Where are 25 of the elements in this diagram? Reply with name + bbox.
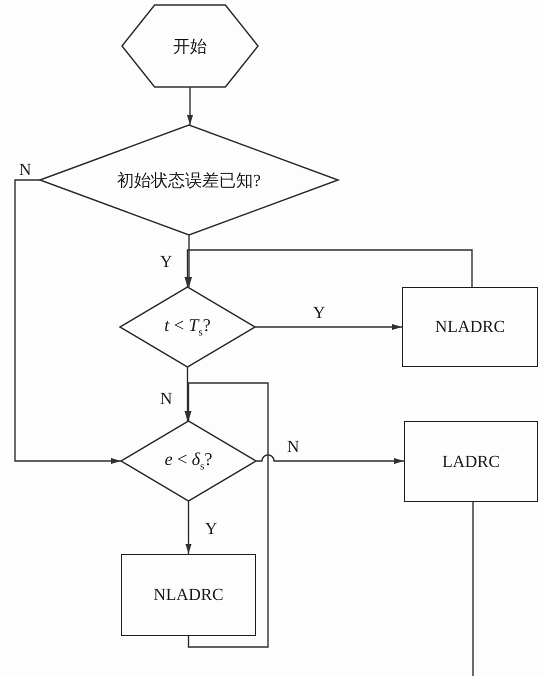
edge-label: Y [159, 253, 174, 270]
arrow [14, 179, 121, 464]
arrow [186, 235, 192, 287]
arrow [186, 501, 192, 554]
edge-label: N [159, 390, 174, 407]
edge-label: Y [204, 520, 218, 537]
node-text: 开始 [173, 36, 207, 58]
node-text: 初始状态误差已知? [117, 170, 261, 192]
edge-label: N [18, 161, 32, 178]
arrow [187, 87, 193, 125]
node-text: NLADRC [435, 317, 505, 337]
process-box [402, 287, 538, 367]
arrow [256, 454, 404, 464]
edge-label: N [286, 438, 300, 455]
arrow [255, 324, 402, 330]
node-text: NLADRC [154, 585, 224, 605]
arrow [186, 382, 269, 648]
process-box [121, 554, 256, 636]
node-text: LADRC [442, 452, 500, 472]
edge-label: Y [312, 304, 326, 321]
process-box [404, 421, 538, 502]
node-text: t < T$_{s}$? [164, 315, 211, 339]
arrow [184, 367, 190, 421]
arrow [184, 249, 473, 287]
node-text: e < δ$_{s}$? [164, 449, 212, 473]
